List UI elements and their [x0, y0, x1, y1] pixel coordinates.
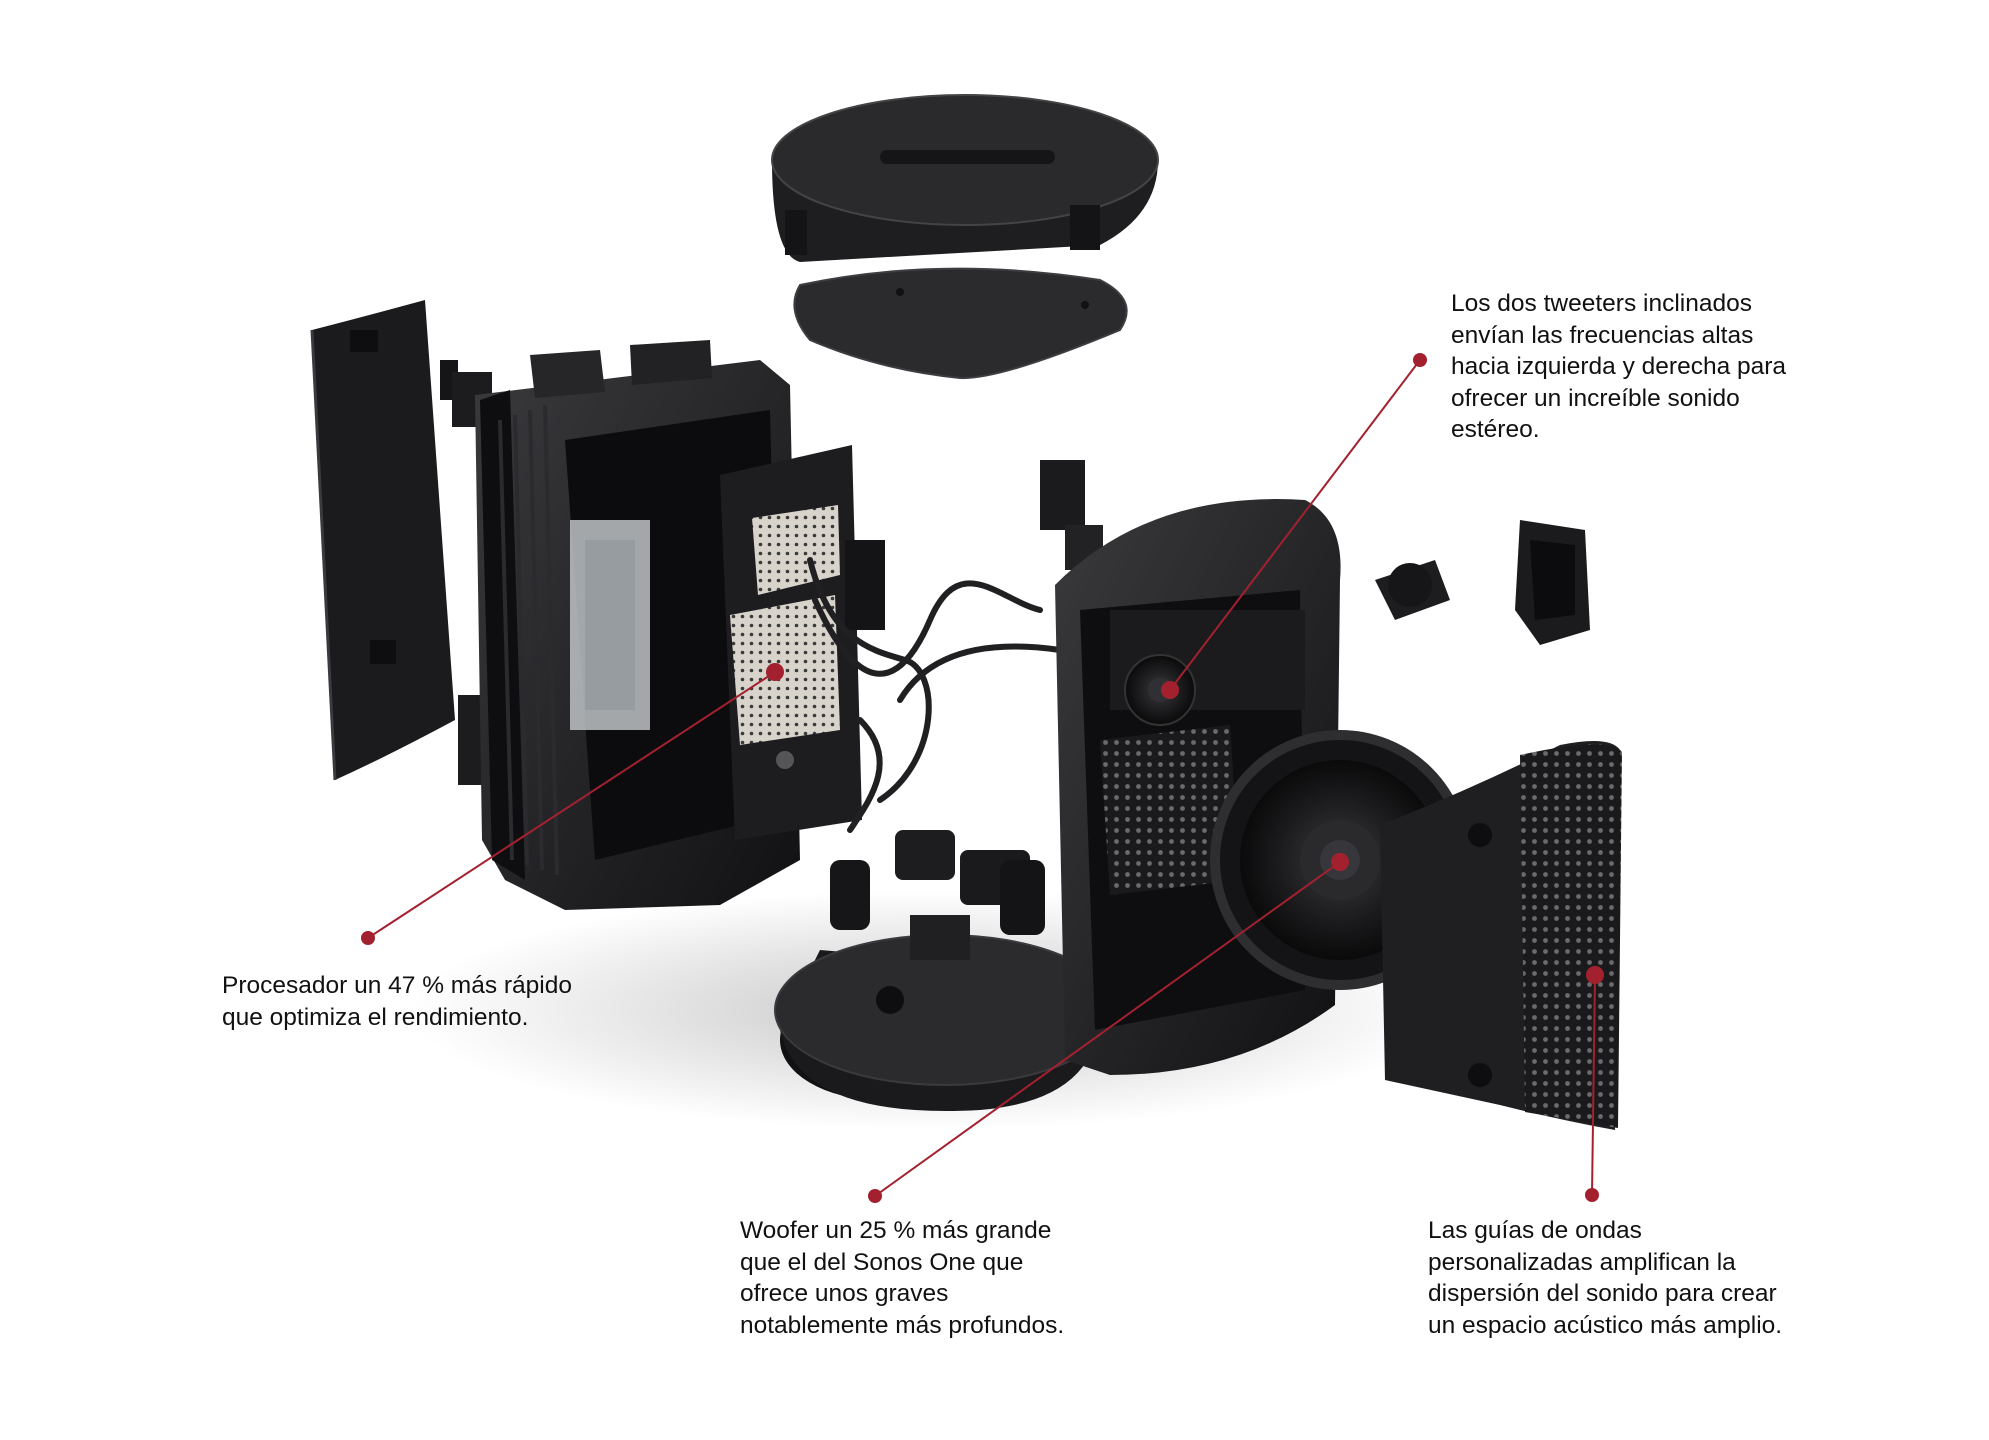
marker-dot-tweeter	[1161, 681, 1179, 699]
base-plate	[774, 830, 1116, 1111]
tweeter-unit	[1375, 520, 1590, 645]
callout-waveguides: Las guías de ondas personalizadas amplif…	[1428, 1217, 1783, 1339]
callout-markers	[361, 353, 1604, 1203]
wire-harness	[807, 557, 1063, 833]
front-housing	[1055, 499, 1470, 1075]
marker-dot-processor-end	[361, 931, 375, 945]
leader-line-processor	[367, 671, 776, 939]
top-plate	[793, 267, 1128, 380]
marker-dot-waveguide-end	[1585, 1188, 1599, 1202]
callout-leaders	[367, 359, 1596, 1197]
callout-woofer: Woofer un 25 % más grande que el del Son…	[740, 1217, 1065, 1339]
waveguide-grille	[1380, 741, 1622, 1130]
leader-line-waveguide	[1591, 974, 1596, 1196]
leader-line-tweeters	[1169, 359, 1421, 691]
main-circuit-board	[720, 445, 885, 840]
callout-processor: Procesador un 47 % más rápido que optimi…	[222, 972, 572, 1031]
marker-dot-processor	[766, 663, 784, 681]
left-grille-panel	[310, 300, 458, 781]
callout-tweeters: Los dos tweeters inclinados envían las f…	[1451, 290, 1787, 443]
marker-dot-woofer	[1331, 853, 1349, 871]
marker-dot-waveguide	[1586, 966, 1604, 984]
top-cap	[771, 94, 1159, 262]
marker-dot-woofer-end	[868, 1189, 882, 1203]
main-chassis	[475, 340, 800, 910]
leader-line-woofer	[874, 861, 1341, 1197]
connector-tab	[1040, 460, 1085, 530]
marker-dot-tweeters-end	[1413, 353, 1427, 367]
